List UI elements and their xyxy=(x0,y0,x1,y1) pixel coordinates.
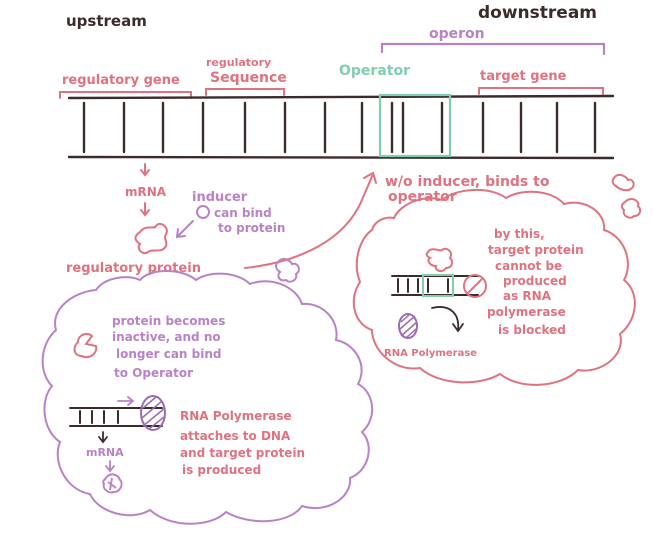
regulatory-sequence-label-line2: Sequence xyxy=(210,70,287,86)
arrow-mrna-to-protein xyxy=(140,202,150,217)
small-protein-shape-center xyxy=(275,257,300,283)
regulatory-protein-label: regulatory protein xyxy=(66,261,201,276)
right-cloud-text-line2: target protein xyxy=(488,243,584,257)
regulatory-gene-label: regulatory gene xyxy=(62,73,180,88)
right-cloud-rna-polymerase-hatch xyxy=(399,313,418,339)
main-dna-strand xyxy=(67,94,615,160)
small-protein-shape-right xyxy=(611,173,635,192)
right-cloud-bound-repressor xyxy=(463,274,487,298)
target-gene-label: target gene xyxy=(480,69,567,84)
inducer-label-line3: to protein xyxy=(218,221,285,235)
operon-label: operon xyxy=(429,26,485,42)
right-cloud-outline xyxy=(352,188,636,386)
left-cloud-text-line4: to Operator xyxy=(114,366,193,380)
arrow-protein-to-operator xyxy=(244,171,377,269)
inducer-label-line1: inducer xyxy=(192,190,248,205)
right-cloud-rna-polymerase-label: RNA Polymerase xyxy=(384,348,477,359)
left-cloud-text-line2: inactive, and no xyxy=(112,330,221,344)
right-cloud-blocked-arrow xyxy=(431,306,464,333)
arrow-inducer-to-protein xyxy=(175,220,194,239)
regulatory-sequence-bracket xyxy=(205,88,285,96)
left-cloud-poly-line3: and target protein xyxy=(180,446,305,460)
right-cloud-text-line1: by this, xyxy=(494,227,545,241)
right-cloud-text-line3: cannot be xyxy=(495,259,562,273)
right-cloud-text-line6: polymerase xyxy=(487,305,566,319)
right-cloud-repressor-slash xyxy=(467,278,483,294)
operator-box xyxy=(378,93,452,158)
target-gene-bracket xyxy=(478,87,604,95)
regulatory-protein-shape xyxy=(134,222,168,254)
left-cloud-rna-polymerase xyxy=(140,395,166,431)
inducer-label-line2: can bind xyxy=(214,206,272,220)
right-cloud-protein-shape xyxy=(425,247,454,273)
regulatory-sequence-label-line1: regulatory xyxy=(206,56,271,69)
right-cloud-text-line7: is blocked xyxy=(498,323,566,337)
regulatory-gene-bracket xyxy=(59,91,192,99)
right-cloud-operator-box xyxy=(422,274,454,297)
mrna-label: mRNA xyxy=(125,185,167,199)
left-cloud-arrow-to-mrna xyxy=(98,431,108,444)
operon-bracket xyxy=(380,42,606,56)
left-cloud-dna xyxy=(69,407,163,427)
left-cloud-text-line3: longer can bind xyxy=(116,347,222,361)
left-cloud-target-protein xyxy=(102,473,123,494)
left-cloud-transcription-arrow xyxy=(117,396,135,406)
left-cloud-poly-line2: attaches to DNA xyxy=(180,429,291,443)
without-inducer-line1: w/o inducer, binds to xyxy=(385,174,550,190)
left-cloud-poly-line1: RNA Polymerase xyxy=(180,409,292,423)
left-cloud-inactive-protein xyxy=(73,333,98,359)
upstream-label: upstream xyxy=(66,12,147,30)
left-cloud-arrow-to-product xyxy=(105,460,115,473)
arrow-gene-to-mrna xyxy=(140,163,150,177)
small-protein-shape-right-2 xyxy=(620,198,642,219)
without-inducer-line2: operator xyxy=(388,189,457,205)
downstream-label: downstream xyxy=(478,3,597,23)
left-cloud-text-line1: protein becomes xyxy=(112,314,225,328)
right-cloud-rna-polymerase xyxy=(398,313,418,339)
left-cloud-outline xyxy=(41,270,374,525)
inducer-molecule xyxy=(196,205,210,219)
right-cloud-text-line4: produced xyxy=(503,274,567,288)
left-cloud-poly-line4: is produced xyxy=(182,463,261,477)
right-cloud-text-line5: as RNA xyxy=(503,289,552,303)
left-cloud-rna-polymerase-hatch xyxy=(141,396,166,430)
operator-label: Operator xyxy=(339,63,410,79)
left-cloud-mrna-label: mRNA xyxy=(86,446,124,459)
